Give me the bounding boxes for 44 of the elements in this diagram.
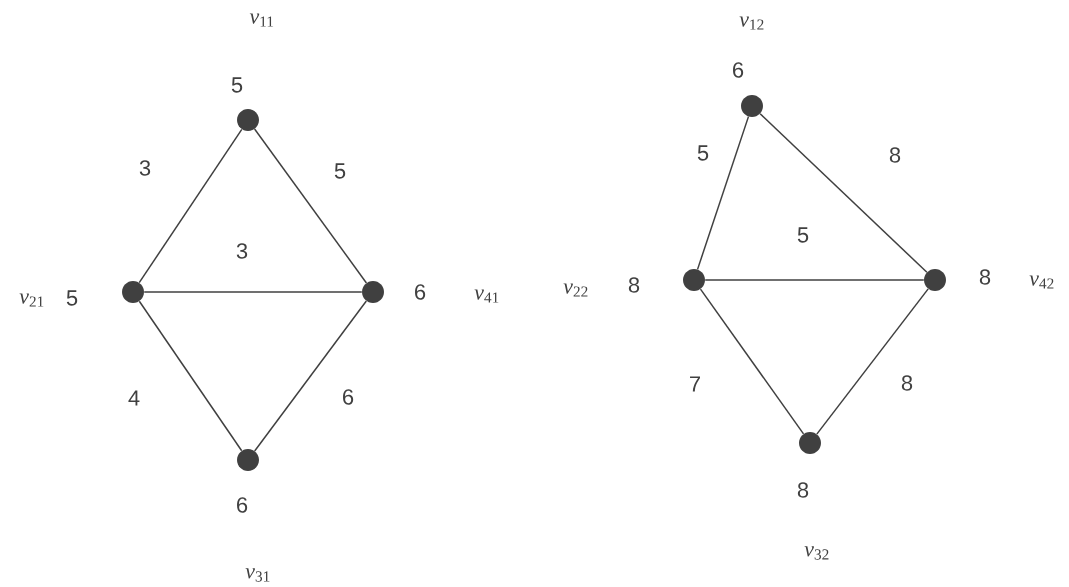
vertex-name: v$_{41}$ — [474, 289, 499, 303]
edge — [138, 300, 243, 452]
vertex-dot — [237, 109, 259, 131]
weight-label: 5 — [66, 290, 78, 306]
vertex-name: v$_{42}$ — [1029, 275, 1054, 289]
edge-label: 5 — [697, 145, 709, 161]
edge — [143, 291, 363, 293]
vertex-dot — [741, 95, 763, 117]
weight-label: 5 — [231, 77, 243, 93]
vertex-dot — [799, 432, 821, 454]
edge-label: 8 — [889, 147, 901, 163]
vertex-name: v$_{12}$ — [739, 16, 764, 30]
edge-label: 7 — [690, 376, 700, 392]
weight-label: 6 — [733, 62, 744, 78]
vertex-name: v$_{11}$ — [249, 13, 274, 27]
weight-label: 8 — [628, 277, 640, 293]
edge-label: 6 — [343, 389, 354, 405]
edge-label: 8 — [901, 375, 913, 391]
edge — [696, 115, 750, 271]
vertex-dot — [122, 281, 144, 303]
vertex-name: v$_{22}$ — [563, 283, 588, 297]
edge — [704, 279, 925, 281]
edge — [759, 112, 928, 274]
weight-label: 8 — [797, 482, 809, 498]
vertex-dot — [362, 281, 384, 303]
vertex-name: v$_{21}$ — [19, 293, 44, 307]
vertex-dot — [237, 449, 259, 471]
vertex-dot — [683, 269, 705, 291]
edge — [816, 288, 929, 435]
edge-label: 3 — [139, 160, 151, 176]
edge — [253, 128, 368, 284]
vertex-name: v$_{31}$ — [245, 568, 270, 582]
edge-label: 5 — [797, 227, 809, 243]
weight-label: 6 — [415, 284, 426, 300]
weight-label: 8 — [979, 269, 991, 285]
edge — [699, 288, 805, 435]
edge-label: 4 — [128, 390, 140, 406]
edge — [253, 300, 368, 452]
edge-label: 3 — [236, 243, 248, 259]
edge — [138, 128, 243, 284]
edge-label: 5 — [334, 163, 346, 179]
weight-label: 6 — [237, 497, 248, 513]
vertex-name: v$_{32}$ — [804, 546, 829, 560]
vertex-dot — [924, 269, 946, 291]
